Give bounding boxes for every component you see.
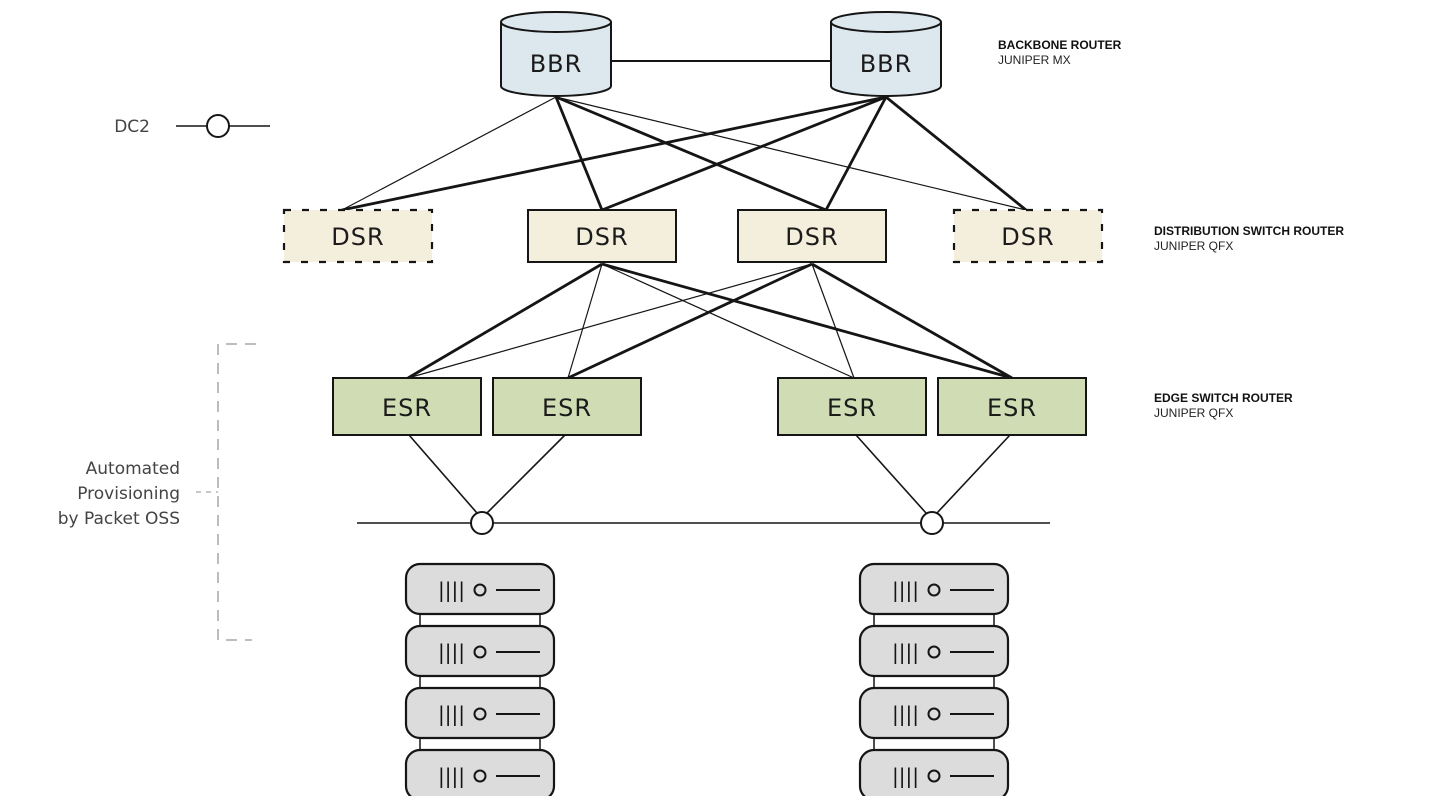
dsr-label: DSR — [331, 223, 384, 251]
dc2-connector: DC2 — [114, 114, 270, 138]
link-bbr1-dsr1 — [341, 96, 557, 211]
server-bars: |||| — [892, 640, 919, 664]
dsr-label: DSR — [1001, 223, 1054, 251]
server-bars: |||| — [438, 702, 465, 726]
dc2-label: DC2 — [114, 117, 150, 137]
hub-connector-left — [470, 511, 494, 535]
tier-title-backbone: BACKBONE ROUTER — [998, 38, 1122, 52]
bbr-dsr-links — [341, 95, 1027, 212]
link-esr1-hub1 — [408, 434, 478, 514]
provisioning-line-1: Automated — [86, 459, 180, 479]
tier-title-distribution: DISTRIBUTION SWITCH ROUTER — [1154, 224, 1344, 238]
link-esr4-hub2 — [936, 434, 1011, 514]
link-dsr3-esr3 — [811, 263, 855, 379]
dc2-connector-icon — [206, 114, 230, 138]
provisioning-bracket — [196, 343, 256, 641]
link-dsr2-esr3 — [601, 263, 855, 379]
tier-subtitle-distribution: JUNIPER QFX — [1154, 239, 1233, 253]
tier-subtitle-backbone: JUNIPER MX — [998, 53, 1071, 67]
server-bars: |||| — [438, 764, 465, 788]
esr-node-3: ESR — [777, 377, 927, 436]
link-dsr3-esr2 — [567, 262, 813, 380]
link-dsr2-esr2 — [567, 263, 603, 379]
link-dsr3-esr1 — [407, 263, 813, 379]
server-bars: |||| — [892, 764, 919, 788]
bbr-node-2: BBR — [830, 11, 942, 97]
link-bbr1-dsr2 — [554, 96, 604, 211]
link-bbr2-dsr4 — [885, 95, 1027, 212]
server-bars: |||| — [438, 640, 465, 664]
link-bbr1-dsr4 — [555, 96, 1027, 211]
tier-subtitle-edge: JUNIPER QFX — [1154, 406, 1233, 420]
tier-title-edge: EDGE SWITCH ROUTER — [1154, 391, 1293, 405]
esr-label: ESR — [827, 394, 877, 422]
server-icon: |||| — [858, 686, 1010, 740]
link-dsr2-esr1 — [407, 262, 603, 380]
tier-legend-distribution: DISTRIBUTION SWITCH ROUTER JUNIPER QFX — [1154, 224, 1344, 253]
server-icon: |||| — [404, 562, 556, 616]
dsr-node-1: DSR — [282, 208, 434, 264]
server-icon: |||| — [858, 562, 1010, 616]
server-icon: |||| — [858, 624, 1010, 678]
bbr-label: BBR — [530, 50, 583, 78]
link-dsr3-esr4 — [811, 262, 1013, 380]
dsr-node-4: DSR — [952, 208, 1104, 264]
esr-label: ESR — [987, 394, 1037, 422]
link-bbr2-dsr2 — [601, 95, 887, 212]
server-icon: |||| — [858, 748, 1010, 796]
server-rack-right: |||| |||| |||| |||| — [858, 562, 1010, 796]
dsr-label: DSR — [575, 223, 628, 251]
server-icon: |||| — [404, 748, 556, 796]
link-bbr2-dsr3 — [824, 96, 888, 211]
server-bars: |||| — [438, 578, 465, 602]
dsr-node-3: DSR — [737, 209, 887, 263]
esr-node-4: ESR — [937, 377, 1087, 436]
link-esr3-hub2 — [855, 434, 927, 514]
hub-connector-right — [920, 511, 944, 535]
link-bbr1-dsr3 — [555, 95, 827, 212]
server-bars: |||| — [892, 702, 919, 726]
tier-legend-backbone: BACKBONE ROUTER JUNIPER MX — [998, 38, 1122, 67]
provisioning-line-2: Provisioning — [77, 484, 180, 504]
server-bars: |||| — [892, 578, 919, 602]
esr-bus-links — [408, 434, 1011, 514]
esr-node-1: ESR — [332, 377, 482, 436]
esr-node-2: ESR — [492, 377, 642, 436]
esr-label: ESR — [542, 394, 592, 422]
esr-label: ESR — [382, 394, 432, 422]
provisioning-label: Automated Provisioning by Packet OSS — [58, 459, 180, 529]
server-icon: |||| — [404, 686, 556, 740]
bbr-label: BBR — [860, 50, 913, 78]
bbr-node-1: BBR — [500, 11, 612, 97]
dsr-esr-links — [407, 262, 1013, 380]
dsr-label: DSR — [785, 223, 838, 251]
tier-legend-edge: EDGE SWITCH ROUTER JUNIPER QFX — [1154, 391, 1293, 420]
provisioning-line-3: by Packet OSS — [58, 509, 180, 529]
link-esr2-hub1 — [486, 434, 566, 514]
server-icon: |||| — [404, 624, 556, 678]
dsr-node-2: DSR — [527, 209, 677, 263]
link-dsr2-esr4 — [601, 262, 1013, 380]
server-rack-left: |||| |||| |||| |||| — [404, 562, 556, 796]
link-bbr2-dsr1 — [341, 95, 887, 212]
